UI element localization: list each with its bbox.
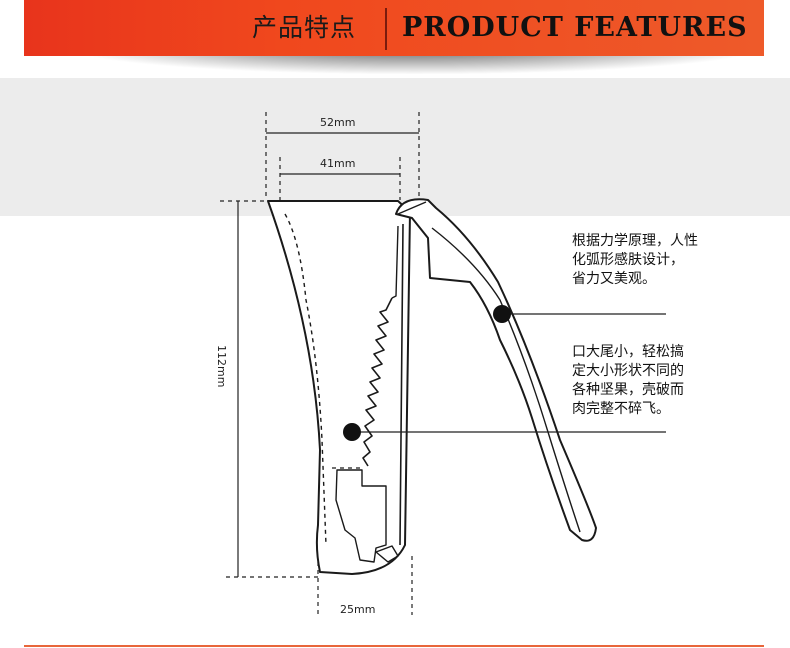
nutcracker-lever <box>395 198 597 542</box>
dimension-top-inner <box>279 157 401 206</box>
dimension-top-outer <box>265 112 420 200</box>
callout-lines <box>352 313 666 433</box>
dimension-label-top-inner: 41mm <box>320 157 355 170</box>
note-line: 肉完整不碎飞。 <box>572 401 670 417</box>
note-line: 定大小形状不同的 <box>572 363 684 379</box>
nutcracker-body <box>267 200 411 575</box>
note-line: 口大尾小，轻松搞 <box>572 344 684 360</box>
header-banner <box>24 0 764 56</box>
header-title-en: PRODUCT FEATURES <box>402 12 748 43</box>
header-title-cn: 产品特点 <box>252 13 357 42</box>
note-line: 根据力学原理，人性 <box>572 233 698 249</box>
header-divider <box>385 8 387 50</box>
bottom-rule <box>24 645 764 647</box>
feature-note-ergonomic: 根据力学原理，人性 化弧形感肤设计， 省力又美观。 <box>572 232 698 289</box>
dimension-label-bottom: 25mm <box>340 603 375 616</box>
feature-note-mouth: 口大尾小，轻松搞 定大小形状不同的 各种坚果，壳破而 肉完整不碎飞。 <box>572 343 684 419</box>
dimension-height <box>220 200 320 578</box>
dimension-label-height: 112mm <box>215 345 228 387</box>
dimension-bottom <box>317 556 413 615</box>
note-line: 省力又美观。 <box>572 271 656 287</box>
dimension-label-top-outer: 52mm <box>320 116 355 129</box>
callout-dot-jaw <box>343 423 361 441</box>
note-line: 化弧形感肤设计， <box>572 252 684 268</box>
background-band <box>0 78 790 216</box>
callout-dot-lever <box>493 305 511 323</box>
note-line: 各种坚果，壳破而 <box>572 382 684 398</box>
